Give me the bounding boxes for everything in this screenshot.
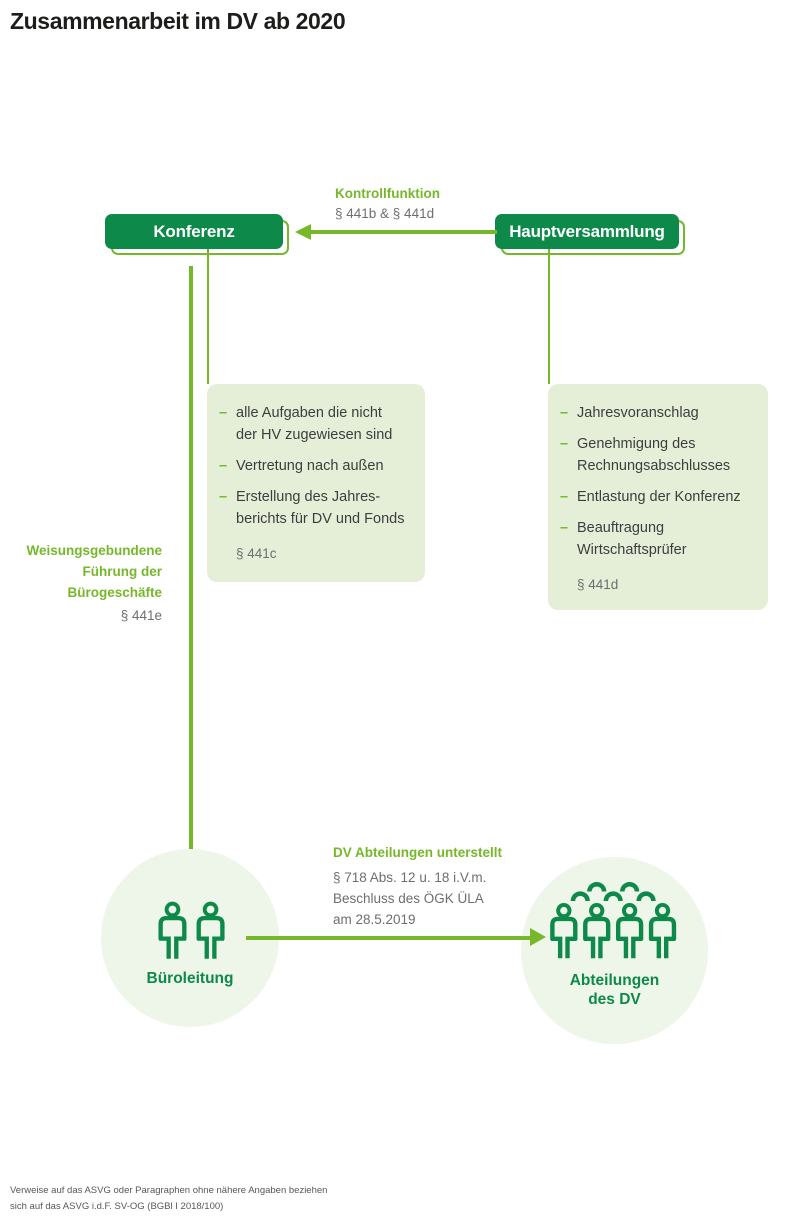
list-item-text: Beauftragung <box>577 520 665 536</box>
list-item-text: Erstellung des Jahres- <box>236 489 381 505</box>
hauptversammlung-node: Hauptversammlung <box>495 214 679 249</box>
dash-bullet-icon: – <box>560 489 569 505</box>
arrow-left-icon <box>295 224 311 240</box>
list-item: – alle Aufgaben die nicht <box>219 402 417 424</box>
list-item: – Vertretung nach außen <box>219 455 417 477</box>
footnote: Verweise auf das ASVG oder Paragraphen o… <box>10 1183 327 1214</box>
dash-bullet-icon <box>560 539 577 561</box>
dash-bullet-icon <box>560 455 577 477</box>
hauptversammlung-duties-panel: – Jahresvoranschlag – Genehmigung des Re… <box>548 384 768 610</box>
dv-arrow-ref: § 718 Abs. 12 u. 18 i.V.m. <box>333 870 487 885</box>
list-item: der HV zugewiesen sind <box>219 424 417 446</box>
abteilungen-label-line1: Abteilungen <box>569 972 660 989</box>
hauptversammlung-panel-connector <box>548 249 550 384</box>
kontrollfunktion-ref: § 441b & § 441d <box>335 206 435 221</box>
two-people-icon <box>156 901 226 966</box>
list-item-text: Vertretung nach außen <box>236 458 384 474</box>
kontrollfunktion-arrow-line <box>310 230 497 234</box>
paragraph-ref: § 441d <box>577 577 619 592</box>
weisung-caption: Weisungsgebundene Führung der Bürogeschä… <box>10 540 162 626</box>
arrow-right-icon <box>530 928 546 946</box>
dash-bullet-icon: – <box>219 405 228 421</box>
dv-arrow-label: DV Abteilungen unterstellt <box>333 845 503 860</box>
list-item-text: Entlastung der Konferenz <box>577 489 741 505</box>
hauptversammlung-label: Hauptversammlung <box>509 222 665 241</box>
kontrollfunktion-label: Kontrollfunktion <box>335 186 440 201</box>
list-item: – Beauftragung <box>560 517 760 539</box>
paragraph-ref: § 441c <box>236 546 277 561</box>
dash-bullet-icon: – <box>219 458 228 474</box>
list-item: – Erstellung des Jahres- <box>219 486 417 508</box>
footnote-line2: sich auf das ASVG i.d.F. SV-OG (BGBl I 2… <box>10 1200 224 1212</box>
list-item-text: alle Aufgaben die nicht <box>236 405 382 421</box>
list-item: Rechnungsabschlusses <box>560 455 760 477</box>
list-item-text: Genehmigung des <box>577 436 696 452</box>
dash-bullet-icon <box>219 508 236 530</box>
dash-bullet-icon: – <box>560 405 569 421</box>
dv-arrow-ref: am 28.5.2019 <box>333 912 416 927</box>
dv-arrow-caption: DV Abteilungen unterstellt § 718 Abs. 12… <box>333 845 502 930</box>
list-item-text: berichts für DV und Fonds <box>236 511 405 527</box>
abteilungen-circle <box>521 857 708 1044</box>
bueroleitung-label: Büroleitung <box>146 970 234 987</box>
dv-arrow-ref: Beschluss des ÖGK ÜLA <box>333 891 484 906</box>
paragraph-ref: § 441e <box>120 608 162 623</box>
konferenz-node: Konferenz <box>105 214 283 249</box>
list-item-text: Jahresvoranschlag <box>577 405 699 421</box>
page-title: Zusammenarbeit im DV ab 2020 <box>10 8 346 34</box>
konferenz-label: Konferenz <box>153 222 235 241</box>
dash-bullet-icon: – <box>219 489 228 505</box>
abteilungen-label-line2: des DV <box>588 991 641 1008</box>
list-item: Wirtschaftsprüfer <box>560 539 760 561</box>
weisung-line: Führung der <box>82 564 163 579</box>
dash-bullet-icon: – <box>560 520 569 536</box>
bueroleitung-abteilungen-arrow-line <box>246 936 532 940</box>
weisung-line: Weisungsgebundene <box>26 543 162 558</box>
konferenz-duties-panel: – alle Aufgaben die nicht der HV zugewie… <box>207 384 425 582</box>
list-item-text: Wirtschaftsprüfer <box>577 542 687 558</box>
list-item: – Genehmigung des <box>560 433 760 455</box>
konferenz-bueroleitung-arrow-line <box>189 266 193 868</box>
list-item-text: der HV zugewiesen sind <box>236 427 393 443</box>
footnote-line1: Verweise auf das ASVG oder Paragraphen o… <box>10 1185 328 1196</box>
list-item-text: Rechnungsabschlusses <box>577 458 731 474</box>
list-item: berichts für DV und Fonds <box>219 508 417 530</box>
list-item: – Jahresvoranschlag <box>560 402 760 424</box>
abteilungen-label: Abteilungen des DV <box>521 971 708 1009</box>
dash-bullet-icon: – <box>560 436 569 452</box>
weisung-line: Bürogeschäfte <box>67 585 162 600</box>
konferenz-panel-connector <box>207 249 209 384</box>
list-item: – Entlastung der Konferenz <box>560 486 760 508</box>
people-group-icon <box>547 880 685 973</box>
dash-bullet-icon <box>219 424 236 446</box>
